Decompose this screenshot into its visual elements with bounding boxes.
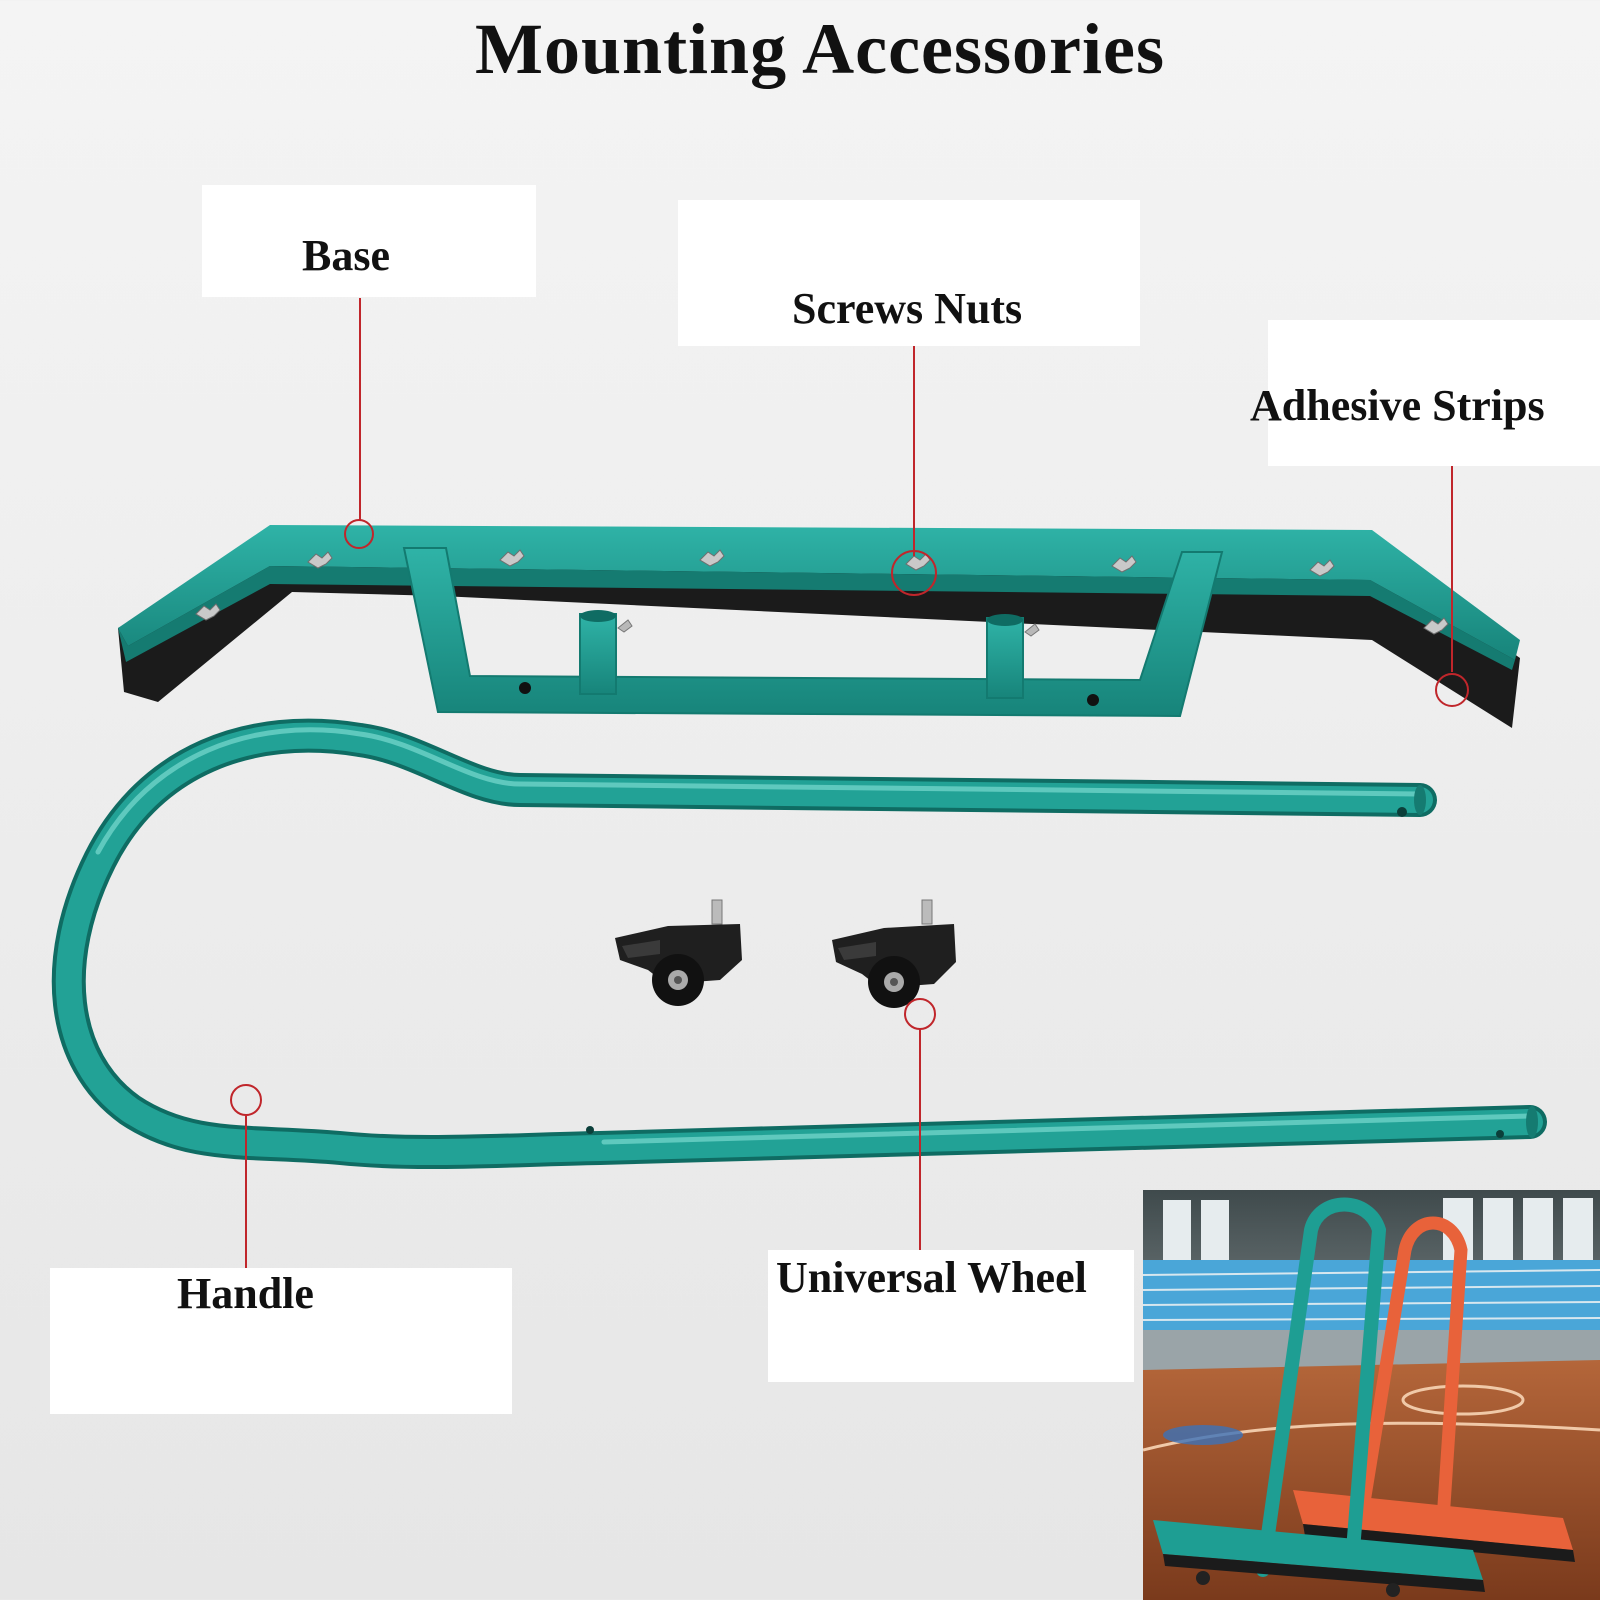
wing-nut-icon: [699, 549, 725, 567]
base-support-frame: [402, 547, 1224, 718]
base-top-bar: [118, 525, 1520, 660]
wing-nut-icon: [307, 551, 333, 569]
wing-nut-icon: [1423, 617, 1449, 635]
base-frame: [118, 525, 1520, 728]
bolt-hole: [1496, 1130, 1504, 1138]
base-label: Base: [302, 231, 390, 280]
screws-nuts-label-box: [678, 200, 1140, 346]
universal-wheel-left: [615, 899, 742, 1006]
adhesive-strips-label-box: [1268, 320, 1600, 466]
handle-label-box: [50, 1268, 512, 1414]
handle-socket-right: [986, 617, 1024, 699]
adhesive-strips-callout-circle: [1435, 673, 1469, 707]
handle-tube: [51, 718, 1547, 1170]
base-callout-circle: [344, 519, 374, 549]
handle-socket-left: [579, 613, 617, 695]
wing-nut-icon: [617, 619, 633, 633]
usage-inset-photo: [1143, 1190, 1600, 1600]
screws-nuts-label: Screws Nuts: [792, 284, 1023, 333]
page-title: Mounting Accessories: [475, 9, 1165, 89]
bolt-hole: [586, 1126, 594, 1134]
universal-wheel-callout-circle: [904, 998, 936, 1030]
wing-nut-icon: [499, 549, 525, 567]
universal-wheel-right: [832, 899, 956, 1008]
universal-wheel-label: Universal Wheel: [776, 1253, 1087, 1302]
wing-nut-icon: [1024, 623, 1040, 637]
handle-label: Handle: [177, 1269, 314, 1318]
court-scene: [1143, 1190, 1600, 1600]
wing-nut-icon: [1111, 555, 1137, 573]
wing-nut-icon: [1309, 559, 1335, 577]
bolt-hole: [1087, 694, 1099, 706]
wing-nut-icon: [195, 603, 221, 621]
screws-nuts-callout-circle: [891, 550, 937, 596]
adhesive-strips-label: Adhesive Strips: [1250, 381, 1545, 430]
bolt-hole: [1397, 807, 1407, 817]
base-label-box: [202, 185, 536, 297]
base-bar-edge: [118, 566, 1515, 670]
universal-wheel-label-box: [768, 1250, 1134, 1382]
handle-callout-circle: [230, 1084, 262, 1116]
bolt-hole: [519, 682, 531, 694]
